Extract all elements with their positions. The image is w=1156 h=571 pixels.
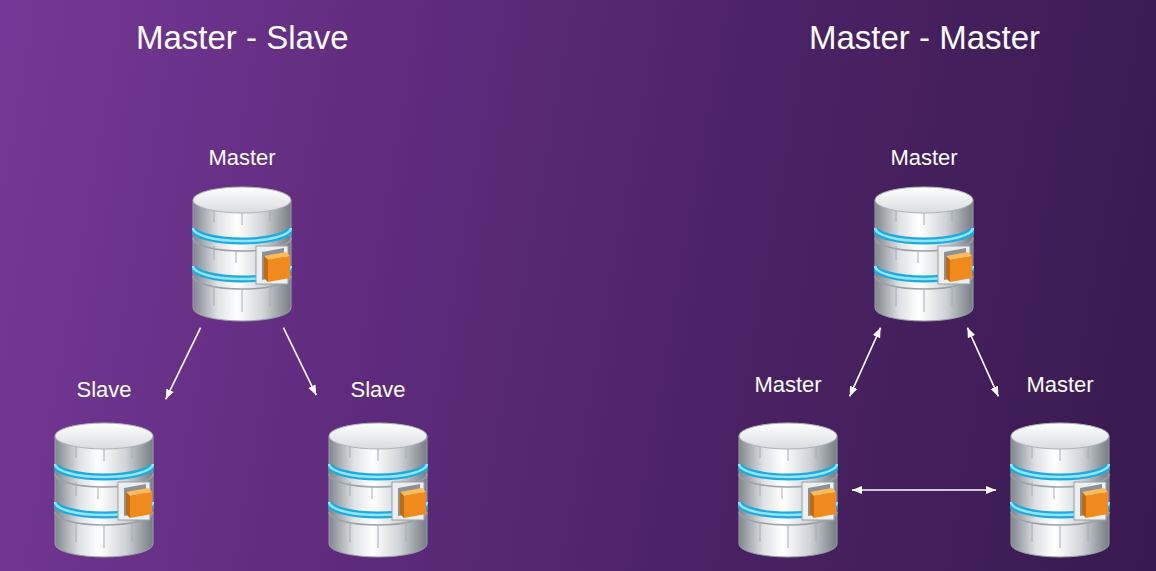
section-title: Master - Master (809, 18, 1040, 58)
node-label: Master (182, 144, 302, 172)
database-node: Master (728, 371, 848, 563)
database-node: Slave (318, 376, 438, 564)
replication-arrow (967, 328, 998, 397)
database-node: Slave (44, 376, 164, 564)
node-label: Master (728, 371, 848, 399)
node-label: Master (864, 144, 984, 172)
replication-arrow (283, 328, 316, 396)
database-node: Master (864, 144, 984, 324)
database-node: Master (182, 144, 302, 324)
section-title: Master - Slave (136, 18, 349, 58)
node-label: Master (1000, 371, 1120, 399)
node-label: Slave (44, 376, 164, 404)
replication-arrow (166, 328, 201, 400)
database-node: Master (1000, 371, 1120, 563)
node-label: Slave (318, 376, 438, 404)
replication-arrow (850, 328, 881, 397)
replication-arrow (852, 489, 996, 491)
